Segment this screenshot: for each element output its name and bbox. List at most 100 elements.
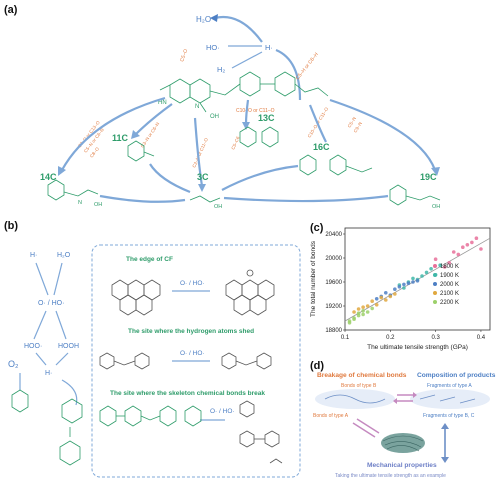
data-point xyxy=(397,285,402,289)
species-3c: 3C xyxy=(197,172,209,182)
data-point xyxy=(424,270,429,275)
b-arrow-label-3: O· / HO· xyxy=(210,408,235,415)
d-composition-title: Composition of products xyxy=(417,372,496,379)
arrow-3c-to-19c xyxy=(223,194,389,203)
b-h-rad-2: H· xyxy=(45,370,52,377)
oh-label-14c: OH xyxy=(94,202,102,208)
d-bonds-b: Bonds of type B xyxy=(341,383,377,389)
data-point xyxy=(438,263,442,267)
bond-label-mid-2: C2–N or C11–O xyxy=(191,137,209,169)
b-cf-edge-before xyxy=(111,279,161,316)
y-tick-label: 19200 xyxy=(325,304,342,310)
bond-label-left-3: C8–O xyxy=(89,146,100,159)
panel-b-label: (b) xyxy=(4,220,19,232)
data-point xyxy=(451,250,456,254)
bond-label-c5-c6: C5–C6 xyxy=(230,135,240,150)
species-13c: 13C xyxy=(258,113,275,123)
data-point xyxy=(370,299,374,303)
d-diag-arrow xyxy=(352,418,380,438)
data-point xyxy=(420,274,424,278)
data-point xyxy=(456,252,461,257)
x-tick-label: 0.2 xyxy=(386,335,395,341)
panel-c-label: (c) xyxy=(310,222,324,234)
data-point xyxy=(433,257,438,261)
data-point xyxy=(356,307,361,311)
data-point xyxy=(370,306,374,311)
bond-label-right-3: C9–N xyxy=(353,121,363,133)
legend-marker xyxy=(433,273,437,277)
bond-label-c10: C10–O or C11–O xyxy=(236,108,275,114)
arrow-to-3c xyxy=(193,117,204,187)
data-point xyxy=(347,321,352,325)
b-o-ho: O· / HO· xyxy=(38,300,64,307)
ho-label: HO· xyxy=(206,43,220,52)
arrow-to-11c xyxy=(134,103,173,136)
b-h-rad-1: H· xyxy=(30,252,37,259)
legend-marker xyxy=(433,264,437,268)
data-point xyxy=(411,280,415,284)
bond-label-c5-h: C5–H or C6–H xyxy=(295,51,320,81)
central-molecule xyxy=(159,71,329,113)
data-point xyxy=(365,310,370,314)
legend-label: 1800 K xyxy=(440,264,459,270)
legend-label: 1900 K xyxy=(440,273,459,279)
d-fiber-bundle-icon xyxy=(381,433,425,453)
oh-label-central: OH xyxy=(210,114,219,120)
arrow-mol-to-h xyxy=(275,48,302,101)
data-point xyxy=(474,236,479,240)
arrow-3c-to-16c xyxy=(221,164,299,191)
data-point xyxy=(361,305,365,309)
data-point xyxy=(465,243,470,247)
legend-label: 2200 K xyxy=(440,300,459,306)
bond-label-mid-1: C3–N or C6–N xyxy=(140,121,161,148)
hn-label: HN xyxy=(158,100,167,106)
panel-d-label: (d) xyxy=(310,360,325,372)
data-point xyxy=(479,247,483,251)
legend-marker xyxy=(433,282,437,286)
d-exchange-arrow xyxy=(397,394,413,402)
h-rad-label: H· xyxy=(265,43,273,52)
data-point xyxy=(393,292,397,296)
species-16c: 16C xyxy=(313,142,330,152)
arrow-h-to-h2o xyxy=(214,15,263,43)
y-axis-label: The total number of bonds xyxy=(310,240,317,317)
data-point xyxy=(402,286,406,290)
y-tick-label: 19600 xyxy=(325,280,342,286)
h2-label: H₂ xyxy=(217,65,225,74)
oh-label-3c: OH xyxy=(214,204,222,210)
data-point xyxy=(365,304,370,308)
b-hydrogen-after xyxy=(221,352,272,370)
b-h2o: H₂O xyxy=(57,252,71,259)
b-arrow-label-2: O· / HO· xyxy=(180,350,205,357)
b-arrow-label-1: O· / HO· xyxy=(180,280,205,287)
d-breakage-title: Breakage of chemical bonds xyxy=(317,372,407,379)
data-point xyxy=(383,291,388,295)
b-left-molecules xyxy=(11,389,83,466)
data-point xyxy=(447,261,452,265)
d-fragments-ellipse xyxy=(410,389,490,409)
b-o2: O₂ xyxy=(8,359,19,369)
n-label-central: N xyxy=(195,104,199,110)
data-point xyxy=(393,287,397,291)
x-tick-label: 0.1 xyxy=(341,335,350,341)
arrow-h-to-h2 xyxy=(231,51,263,69)
d-mech-sub: Taking the ultimate tensile strength as … xyxy=(335,473,446,479)
b-cycle-arrows xyxy=(19,262,78,406)
arrow-3c-to-11c xyxy=(149,163,191,194)
arrow-to-16c xyxy=(308,104,327,143)
bond-label-c5-o: C5–O xyxy=(179,48,189,62)
b-cf-edge-after xyxy=(225,269,275,316)
legend-marker xyxy=(433,300,437,304)
b-skeleton-molecule xyxy=(99,405,202,427)
legend-label: 2000 K xyxy=(440,282,459,288)
species-19c: 19C xyxy=(420,172,437,182)
legend-label: 2100 K xyxy=(440,291,459,297)
data-point xyxy=(402,282,406,287)
b-title-skeleton: The site where the skeleton chemical bon… xyxy=(110,390,265,397)
arrow-14c-to-3c xyxy=(99,194,186,203)
arrow-to-14c xyxy=(61,96,166,171)
b-title-hydrogen-1: The site where the hydrogen atoms shed xyxy=(128,328,254,335)
data-point xyxy=(361,309,365,313)
panel-d-diagram: Breakage of chemical bonds Composition o… xyxy=(313,372,496,479)
